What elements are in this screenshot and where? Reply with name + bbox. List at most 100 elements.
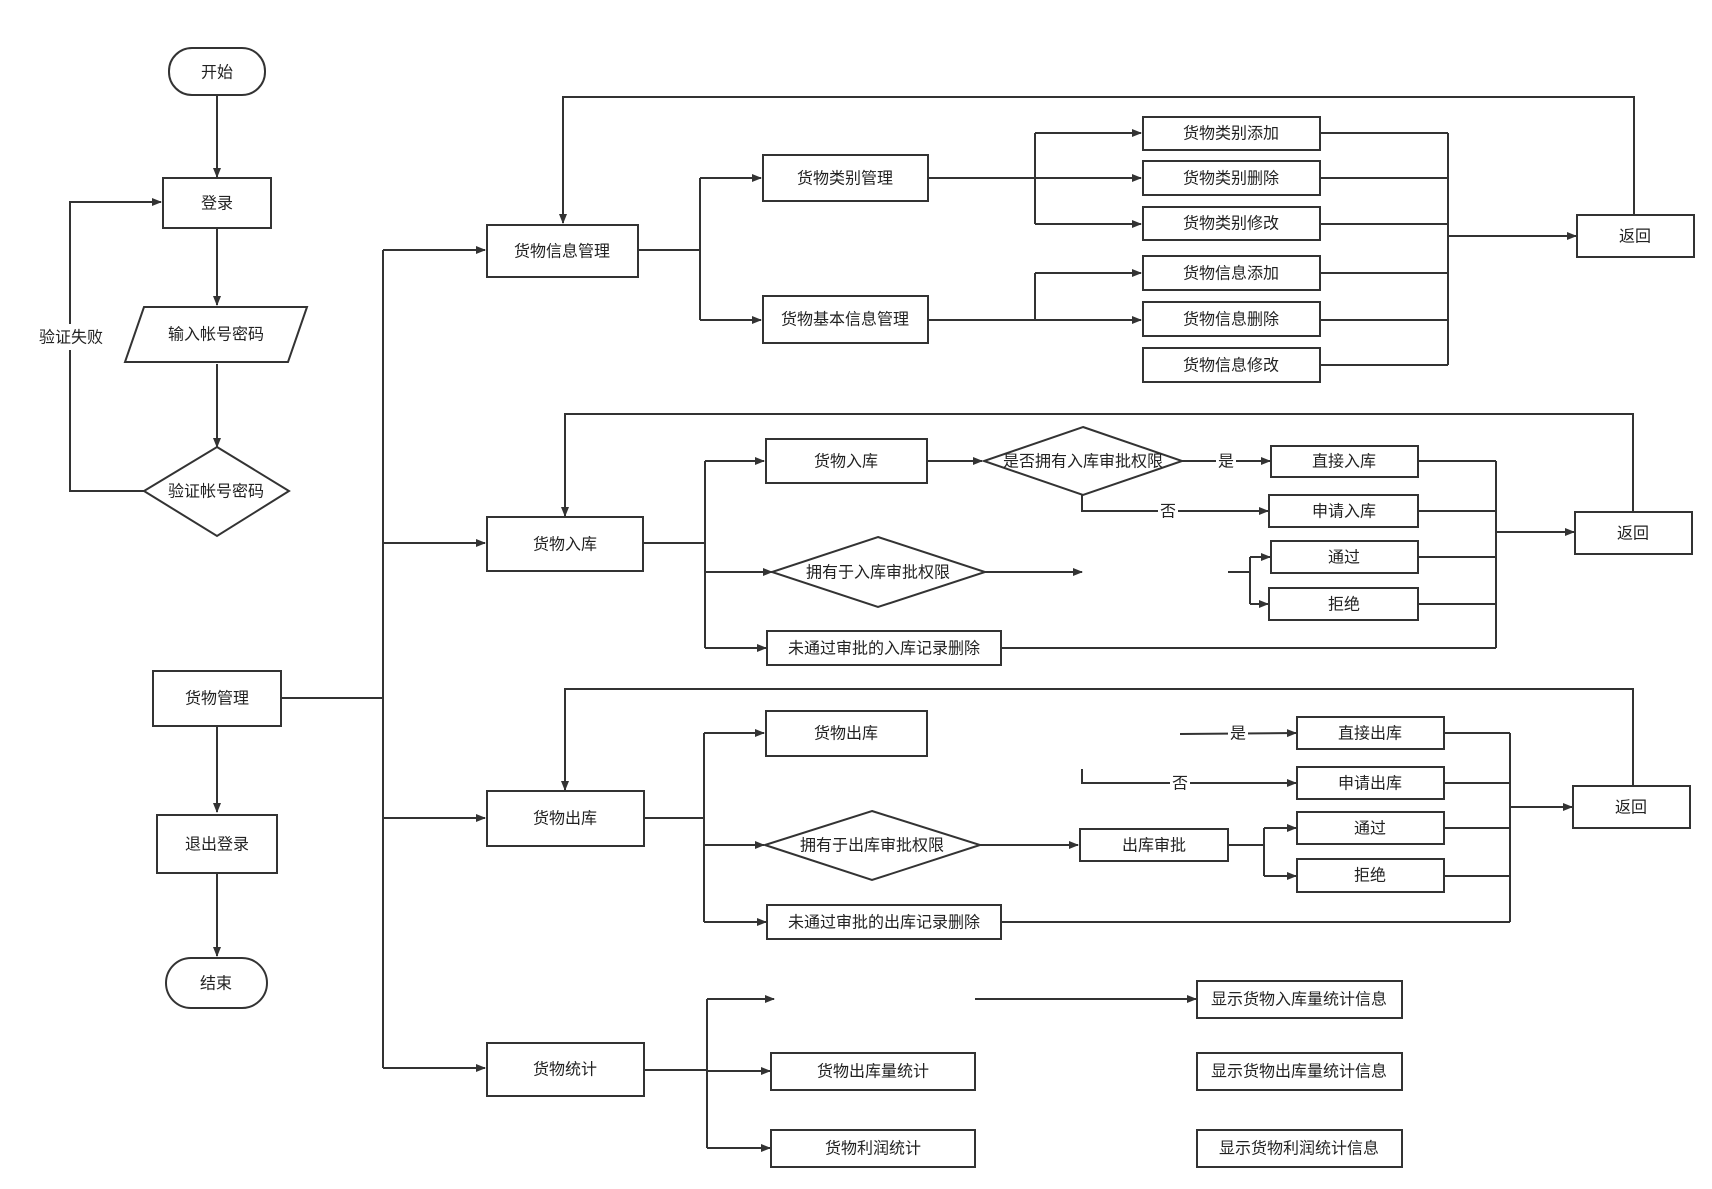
svg-text:显示货物出库量统计信息: 显示货物出库量统计信息 bbox=[1211, 1062, 1387, 1081]
stock-in-box: 货物入库 bbox=[486, 516, 644, 572]
svg-text:货物类别管理: 货物类别管理 bbox=[797, 169, 893, 188]
basic-info-mgmt-box: 货物基本信息管理 bbox=[762, 295, 929, 344]
svg-text:货物基本信息管理: 货物基本信息管理 bbox=[781, 310, 909, 329]
svg-text:拥有于入库审批权限: 拥有于入库审批权限 bbox=[806, 563, 950, 582]
info-modify-box: 货物信息修改 bbox=[1142, 347, 1321, 383]
svg-text:货物信息修改: 货物信息修改 bbox=[1183, 356, 1279, 375]
edge-stats-split bbox=[644, 999, 708, 1148]
svg-text:货物出库: 货物出库 bbox=[814, 724, 878, 743]
svg-text:是否拥有入库审批权限: 是否拥有入库审批权限 bbox=[1003, 452, 1163, 471]
edge-out-audit-split bbox=[1228, 828, 1265, 876]
out-yes-label: 是 bbox=[1230, 724, 1246, 743]
svg-text:货物类别修改: 货物类别修改 bbox=[1183, 214, 1279, 233]
svg-text:未通过审批的出库记录删除: 未通过审批的出库记录删除 bbox=[788, 913, 980, 932]
return-box-2: 返回 bbox=[1574, 511, 1693, 555]
in-reject-box: 拒绝 bbox=[1268, 587, 1419, 621]
svg-text:拒绝: 拒绝 bbox=[1328, 595, 1360, 614]
direct-out-box: 直接出库 bbox=[1296, 716, 1445, 750]
has-in-permission-diamond: 拥有于入库审批权限 bbox=[768, 535, 989, 609]
edge-basic-split bbox=[928, 273, 1036, 321]
svg-text:未通过审批的入库记录删除: 未通过审批的入库记录删除 bbox=[788, 639, 980, 658]
start-terminal: 开始 bbox=[168, 47, 266, 96]
end-terminal: 结束 bbox=[165, 957, 268, 1009]
profit-stats-box: 货物利润统计 bbox=[770, 1129, 976, 1168]
out-audit-box: 出库审批 bbox=[1079, 828, 1229, 862]
input-account-parallelogram: 输入帐号密码 bbox=[123, 306, 309, 363]
edge-return-1-loop bbox=[559, 96, 1635, 224]
edge-in-audit-split bbox=[1228, 557, 1251, 604]
svg-text:货物类别添加: 货物类别添加 bbox=[1183, 124, 1279, 143]
svg-text:出库审批: 出库审批 bbox=[1122, 836, 1186, 855]
svg-text:返回: 返回 bbox=[1615, 798, 1647, 817]
svg-text:返回: 返回 bbox=[1617, 524, 1649, 543]
out-reject-box: 拒绝 bbox=[1296, 858, 1445, 893]
svg-text:开始: 开始 bbox=[201, 63, 233, 82]
logout-box: 退出登录 bbox=[156, 814, 278, 874]
cat-add-box: 货物类别添加 bbox=[1142, 116, 1321, 151]
cat-modify-box: 货物类别修改 bbox=[1142, 206, 1321, 241]
svg-text:货物入库: 货物入库 bbox=[533, 535, 597, 554]
svg-text:货物管理: 货物管理 bbox=[185, 689, 249, 708]
svg-text:拒绝: 拒绝 bbox=[1354, 866, 1386, 885]
edge-return-3-loop bbox=[561, 688, 1634, 791]
info-add-box: 货物信息添加 bbox=[1142, 255, 1321, 291]
svg-text:直接入库: 直接入库 bbox=[1312, 452, 1376, 471]
svg-text:显示货物入库量统计信息: 显示货物入库量统计信息 bbox=[1211, 990, 1387, 1009]
has-in-permission-question-diamond: 是否拥有入库审批权限 bbox=[980, 425, 1186, 497]
edge-cat-split bbox=[928, 133, 1036, 224]
svg-text:返回: 返回 bbox=[1619, 227, 1651, 246]
login-box: 登录 bbox=[162, 177, 272, 229]
verify-account-diamond: 验证帐号密码 bbox=[142, 445, 291, 538]
direct-in-box: 直接入库 bbox=[1270, 445, 1419, 478]
svg-text:输入帐号密码: 输入帐号密码 bbox=[168, 325, 264, 344]
show-profit-stats-box: 显示货物利润统计信息 bbox=[1196, 1129, 1403, 1168]
edge-info-split bbox=[638, 178, 701, 320]
verify-fail-label: 验证失败 bbox=[39, 328, 103, 347]
svg-text:申请出库: 申请出库 bbox=[1338, 774, 1402, 793]
svg-text:货物入库: 货物入库 bbox=[814, 452, 878, 471]
svg-text:通过: 通过 bbox=[1354, 819, 1386, 838]
return-box-1: 返回 bbox=[1576, 214, 1695, 258]
out-pass-box: 通过 bbox=[1296, 811, 1445, 845]
edge-goods-trunk bbox=[281, 250, 384, 1068]
svg-text:货物统计: 货物统计 bbox=[533, 1060, 597, 1079]
stats-box: 货物统计 bbox=[486, 1042, 645, 1097]
edge-in-no bbox=[1081, 495, 1269, 515]
edge-ops-merge-1 bbox=[1320, 132, 1449, 366]
edge-labels: 验证失败 是 否 是 否 bbox=[36, 324, 1248, 794]
edge-out-split bbox=[644, 733, 705, 922]
out-no-label: 否 bbox=[1172, 774, 1188, 793]
goods-mgmt-box: 货物管理 bbox=[152, 670, 282, 727]
category-mgmt-box: 货物类别管理 bbox=[762, 154, 929, 202]
svg-text:货物利润统计: 货物利润统计 bbox=[825, 1139, 921, 1158]
svg-text:货物类别删除: 货物类别删除 bbox=[1183, 169, 1279, 188]
in-yes-label: 是 bbox=[1218, 452, 1234, 471]
svg-text:结束: 结束 bbox=[200, 974, 232, 993]
edges bbox=[69, 95, 1635, 1152]
has-out-permission-diamond: 拥有于出库审批权限 bbox=[761, 809, 984, 882]
stock-out-box: 货物出库 bbox=[486, 790, 645, 847]
apply-in-box: 申请入库 bbox=[1268, 494, 1419, 528]
svg-text:货物信息删除: 货物信息删除 bbox=[1183, 310, 1279, 329]
show-in-stats-box: 显示货物入库量统计信息 bbox=[1196, 980, 1403, 1019]
info-mgmt-box: 货物信息管理 bbox=[486, 224, 639, 278]
svg-text:登录: 登录 bbox=[201, 194, 233, 213]
stock-in-action-box: 货物入库 bbox=[765, 438, 928, 484]
svg-text:验证帐号密码: 验证帐号密码 bbox=[168, 482, 264, 501]
svg-text:申请入库: 申请入库 bbox=[1312, 502, 1376, 521]
cat-delete-box: 货物类别删除 bbox=[1142, 160, 1321, 196]
edge-out-no bbox=[1081, 769, 1297, 787]
svg-text:货物出库: 货物出库 bbox=[533, 809, 597, 828]
nodes: 开始 登录 输入帐号密码 验证帐号密码 货物管理 退出登录 结束 bbox=[123, 47, 1695, 1168]
svg-text:通过: 通过 bbox=[1328, 548, 1360, 567]
return-box-3: 返回 bbox=[1572, 785, 1691, 829]
apply-out-box: 申请出库 bbox=[1296, 766, 1445, 800]
out-stats-box: 货物出库量统计 bbox=[770, 1052, 976, 1091]
svg-text:拥有于出库审批权限: 拥有于出库审批权限 bbox=[800, 836, 944, 855]
edge-in-split bbox=[643, 461, 706, 648]
svg-text:显示货物利润统计信息: 显示货物利润统计信息 bbox=[1219, 1139, 1379, 1158]
edge-out-merge bbox=[1001, 732, 1511, 923]
in-pass-box: 通过 bbox=[1270, 540, 1419, 574]
edge-in-merge bbox=[1001, 460, 1497, 649]
